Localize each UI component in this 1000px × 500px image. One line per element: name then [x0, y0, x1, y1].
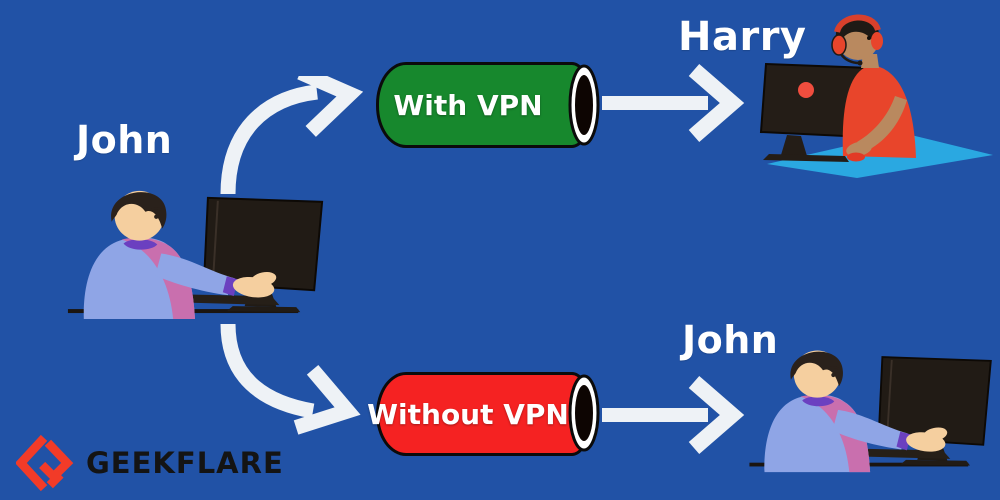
without-vpn-tunnel: Without VPN: [367, 372, 600, 456]
john-at-computer-illustration: [66, 189, 324, 321]
harry-at-computer-illustration: [757, 8, 997, 178]
sender-name-label: John: [76, 118, 173, 162]
geekflare-wordmark: GEEKFLARE: [86, 446, 284, 480]
john-at-computer-illustration: [748, 349, 992, 474]
arrow-right-icon: [602, 375, 745, 455]
arrow-right-icon: [602, 63, 745, 143]
curved-arrow-up-icon: [220, 76, 363, 195]
without-vpn-tunnel-label: Without VPN: [367, 397, 569, 431]
curved-arrow-down-icon: [220, 323, 361, 435]
tunnel-opening-icon: [568, 64, 600, 146]
tunnel-opening-icon: [568, 374, 600, 452]
receiver-john-name-label: John: [682, 318, 779, 362]
with-vpn-tunnel: With VPN: [376, 62, 600, 148]
geekflare-logo-icon: [16, 434, 74, 492]
with-vpn-tunnel-label: With VPN: [393, 88, 543, 122]
receiver-harry-name-label: Harry: [678, 14, 807, 60]
geekflare-logo: GEEKFLARE: [16, 434, 284, 492]
